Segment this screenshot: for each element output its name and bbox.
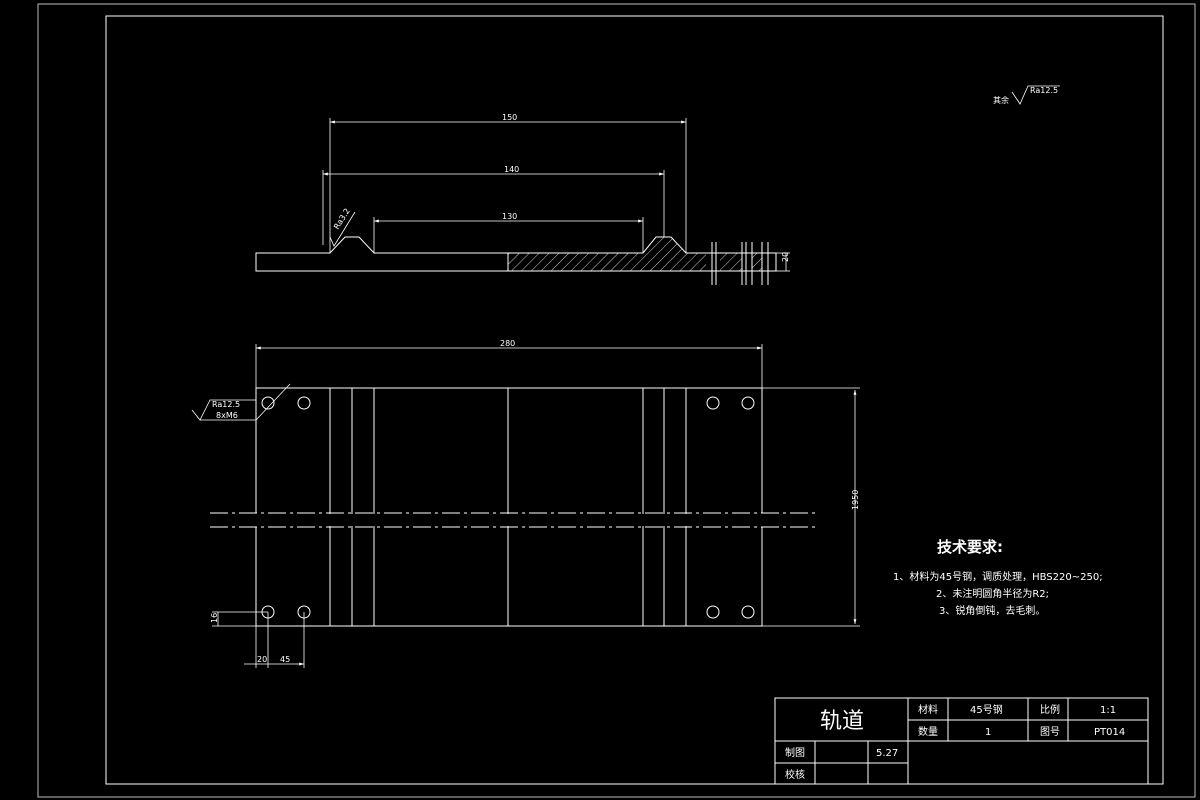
technical-requirements: 技术要求: 1、材料为45号钢，调质处理，HBS220~250; 2、未注明圆角… — [893, 538, 1103, 617]
dim-hole-x1: 20 — [257, 655, 267, 664]
front-view-section-hatch — [508, 237, 706, 271]
surface-note-roughness: Ra12.5 — [1030, 86, 1058, 95]
top-view-outline — [255, 387, 763, 627]
front-view: 150 140 130 20 Ra3.2 — [255, 113, 790, 285]
hole-roughness: Ra12.5 — [212, 400, 240, 409]
hole-spec: 8xM6 — [216, 411, 238, 420]
dim-hole-y: 16 — [210, 613, 219, 623]
drawing-no-value: PT014 — [1094, 727, 1125, 738]
material-value: 45号钢 — [970, 703, 1003, 716]
scale-value: 1:1 — [1100, 705, 1116, 716]
drawing-no-label: 图号 — [1040, 726, 1060, 738]
drawn-label: 制图 — [785, 746, 805, 759]
tech-title: 技术要求: — [937, 538, 1003, 556]
top-view: 280 1950 20 45 16 Ra12.5 8xM6 — [191, 339, 860, 668]
front-roughness: Ra3.2 — [332, 207, 352, 231]
drawn-date: 5.27 — [876, 748, 898, 759]
scale-label: 比例 — [1040, 703, 1060, 716]
roughness-symbol-chamfer — [329, 211, 356, 247]
dim-overall: 150 — [502, 113, 517, 122]
surface-finish-note: 其余 Ra12.5 — [993, 85, 1060, 105]
dim-height: 1950 — [851, 490, 860, 510]
title-block: 轨道 材料 45号钢 比例 1:1 数量 1 图号 PT014 制图 5.27 … — [774, 697, 1149, 785]
roughness-symbol — [1011, 85, 1060, 105]
dim-thickness: 20 — [781, 252, 790, 262]
dim-hole-x2: 45 — [280, 655, 290, 664]
surface-note-prefix: 其余 — [993, 95, 1009, 105]
quantity-label: 数量 — [918, 725, 938, 738]
tech-item-3: 3、锐角倒钝，去毛刺。 — [939, 604, 1045, 617]
mounting-hole — [706, 396, 720, 410]
checked-label: 校核 — [785, 768, 805, 781]
dim-inner: 130 — [502, 212, 517, 221]
mounting-hole — [741, 605, 755, 619]
mounting-hole — [741, 396, 755, 410]
mounting-hole — [261, 396, 275, 410]
hatch-strip-1 — [720, 253, 742, 271]
material-label: 材料 — [918, 703, 938, 716]
mounting-hole — [297, 396, 311, 410]
outer-border — [37, 3, 1196, 798]
part-name: 轨道 — [820, 709, 864, 734]
hatch-strip-2 — [752, 253, 762, 271]
tech-item-2: 2、未注明圆角半径为R2; — [936, 587, 1049, 600]
tech-item-1: 1、材料为45号钢，调质处理，HBS220~250; — [893, 570, 1103, 583]
roughness-symbol-holes — [191, 399, 256, 421]
inner-border — [105, 15, 1164, 785]
mounting-hole — [706, 605, 720, 619]
quantity-value: 1 — [985, 727, 991, 738]
dim-middle: 140 — [504, 165, 519, 174]
dim-length: 280 — [500, 339, 515, 348]
